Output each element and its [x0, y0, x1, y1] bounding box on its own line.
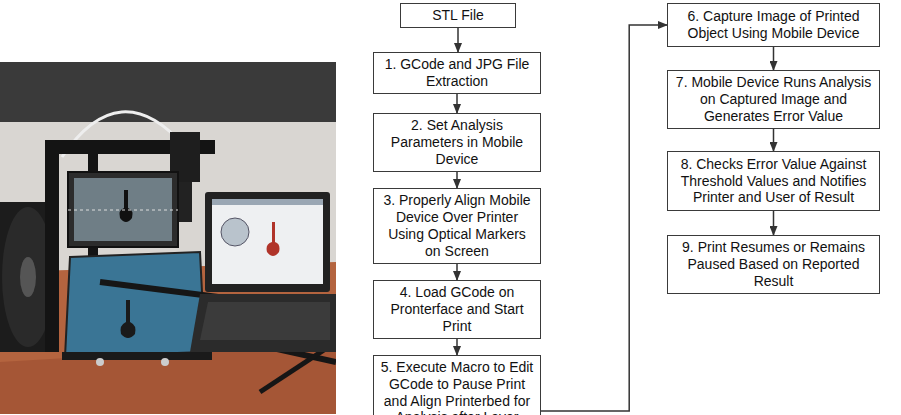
- printer-photo: [0, 62, 336, 414]
- box-text: 4. Load GCode on Pronterface and Start P…: [379, 284, 535, 334]
- process-box: 9. Print Resumes or Remains Paused Based…: [667, 235, 880, 294]
- box-text: 3. Properly Align Mobile Device Over Pri…: [379, 192, 535, 259]
- box-text: 5. Execute Macro to Edit GCode to Pause …: [379, 359, 535, 415]
- process-box: 1. GCode and JPG File Extraction: [373, 52, 541, 94]
- flow-arrow: [456, 172, 458, 188]
- process-box: 7. Mobile Device Runs Analysis on Captur…: [667, 70, 880, 129]
- box-text: 6. Capture Image of Printed Object Using…: [673, 8, 874, 42]
- flow-arrow: [456, 264, 458, 280]
- box-text: 9. Print Resumes or Remains Paused Based…: [673, 239, 874, 289]
- flow-arrow: [773, 211, 775, 235]
- process-box: 6. Capture Image of Printed Object Using…: [667, 3, 880, 47]
- process-box: 3. Properly Align Mobile Device Over Pri…: [373, 188, 541, 264]
- flow-arrow: [456, 94, 458, 113]
- flow-arrow: [541, 25, 667, 411]
- flow-arrow: [457, 28, 459, 52]
- flow-arrow: [773, 47, 775, 70]
- box-text: 7. Mobile Device Runs Analysis on Captur…: [673, 74, 874, 124]
- start-box: STL File: [400, 3, 516, 28]
- box-text: STL File: [432, 7, 484, 24]
- process-box: 5. Execute Macro to Edit GCode to Pause …: [373, 355, 541, 415]
- process-box: 4. Load GCode on Pronterface and Start P…: [373, 280, 541, 339]
- box-text: 1. GCode and JPG File Extraction: [379, 56, 535, 90]
- process-box: 8. Checks Error Value Against Threshold …: [667, 151, 880, 211]
- box-text: 8. Checks Error Value Against Threshold …: [673, 156, 874, 206]
- flow-arrow: [456, 339, 458, 355]
- box-text: 2. Set Analysis Parameters in Mobile Dev…: [379, 117, 535, 167]
- process-box: 2. Set Analysis Parameters in Mobile Dev…: [373, 113, 541, 172]
- flow-arrow: [773, 129, 775, 151]
